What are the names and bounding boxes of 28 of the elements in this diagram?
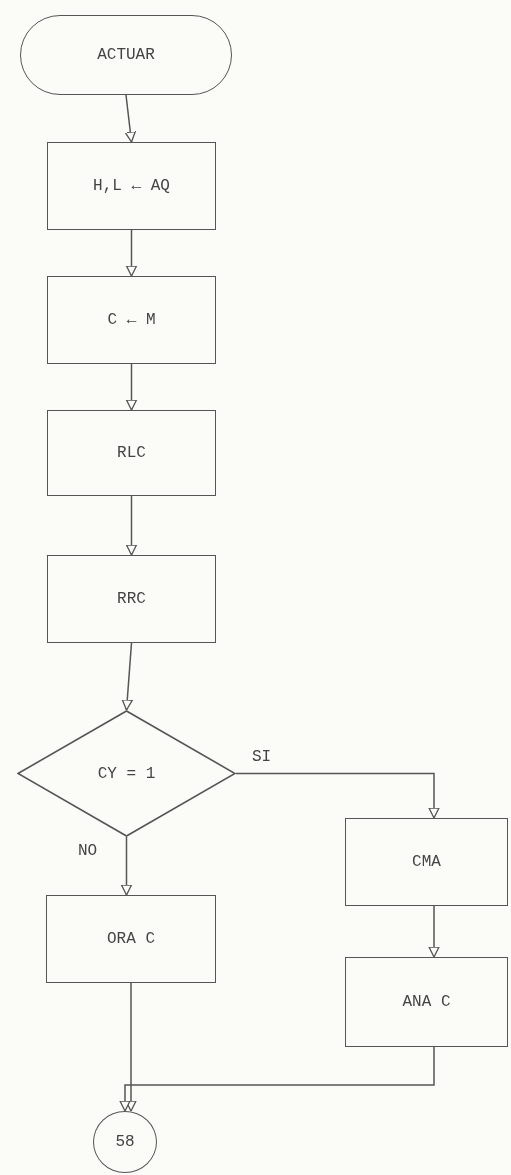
node-text: C ← M	[107, 311, 156, 329]
node-text: ACTUAR	[97, 46, 155, 64]
node-text: ANA C	[402, 993, 451, 1011]
node-text: CMA	[412, 853, 441, 871]
node-text: RRC	[117, 590, 146, 608]
node-text: 58	[115, 1133, 135, 1151]
arrow	[121, 642, 133, 711]
process-box	[47, 555, 216, 643]
process-box	[47, 410, 216, 496]
arrow	[125, 229, 138, 277]
process-box	[46, 895, 216, 983]
arrow	[119, 1046, 435, 1112]
process-box	[47, 142, 216, 230]
arrow	[124, 94, 136, 143]
arrow	[125, 495, 138, 556]
arrow	[120, 836, 133, 896]
node-text: RLC	[117, 444, 146, 462]
arrow	[125, 363, 138, 411]
arrow	[125, 982, 137, 1112]
process-box	[345, 957, 508, 1047]
process-box	[345, 818, 508, 906]
node-text: CY = 1	[97, 764, 156, 783]
decision-diamond	[17, 710, 236, 837]
process-box	[47, 276, 216, 364]
node-text: ORA C	[107, 930, 155, 948]
node-text: H,L ← AQ	[93, 177, 170, 195]
arrow	[428, 905, 440, 958]
arrow	[235, 772, 440, 819]
